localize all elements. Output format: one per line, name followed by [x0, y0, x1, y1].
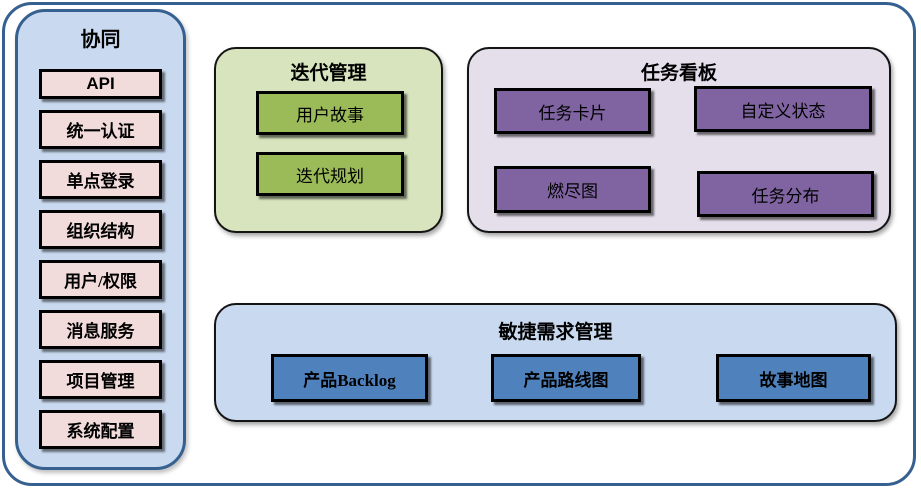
sidebar-item-org-structure: 组织结构	[39, 210, 162, 249]
item-burndown-chart: 燃尽图	[494, 166, 651, 213]
group-title-iteration-management: 迭代管理	[290, 63, 367, 84]
item-custom-status: 自定义状态	[694, 86, 872, 132]
sidebar-title: 协同	[80, 29, 121, 51]
group-agile-requirement-management: 敏捷需求管理 产品Backlog 产品路线图 故事地图	[214, 303, 897, 422]
sidebar-item-api: API	[39, 69, 162, 99]
sidebar-item-users-permissions: 用户/权限	[39, 260, 162, 299]
item-task-distribution: 任务分布	[697, 171, 874, 217]
group-title-agile-requirement-management: 敏捷需求管理	[498, 322, 613, 343]
sidebar-item-unified-auth: 统一认证	[39, 110, 162, 149]
item-iteration-planning: 迭代规划	[256, 152, 404, 196]
sidebar-item-message-service: 消息服务	[39, 310, 162, 349]
group-iteration-management: 迭代管理 用户故事 迭代规划	[214, 47, 443, 233]
item-user-story: 用户故事	[256, 91, 404, 135]
sidebar-collaboration-panel: 协同 API 统一认证 单点登录 组织结构 用户/权限 消息服务 项目管理 系统…	[15, 9, 186, 470]
sidebar-item-project-management: 项目管理	[39, 360, 162, 399]
sidebar-item-system-config: 系统配置	[39, 410, 162, 449]
group-task-board: 任务看板 任务卡片 自定义状态 燃尽图 任务分布	[467, 47, 891, 233]
item-product-roadmap: 产品路线图	[491, 354, 641, 402]
item-story-map: 故事地图	[716, 354, 871, 402]
sidebar-item-list: API 统一认证 单点登录 组织结构 用户/权限 消息服务 项目管理 系统配置	[18, 69, 183, 449]
group-title-task-board: 任务看板	[640, 63, 717, 84]
sidebar-item-sso: 单点登录	[39, 160, 162, 199]
item-task-card: 任务卡片	[494, 88, 651, 134]
item-product-backlog: 产品Backlog	[271, 354, 428, 402]
